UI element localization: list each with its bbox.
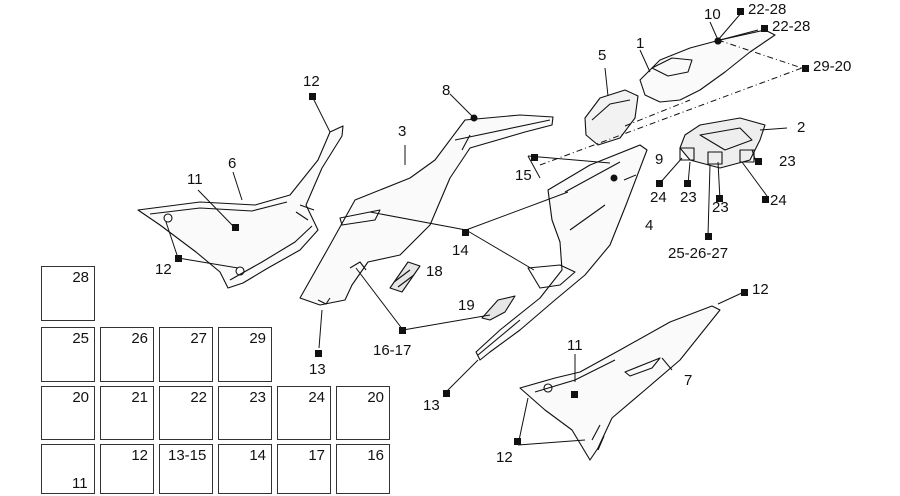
hardware-box-label: 23 (249, 389, 266, 406)
callout-24-right: 24 (770, 192, 787, 209)
hardware-box-label: 24 (308, 389, 325, 406)
callout-12-right: 12 (752, 281, 769, 298)
hardware-box-20-alt: 20 (336, 386, 390, 440)
callout-23-right: 23 (779, 153, 796, 170)
hardware-box-22: 22 (159, 386, 213, 440)
callout-square (716, 195, 723, 202)
hardware-box-16: 16 (336, 444, 390, 494)
callout-10: 10 (704, 6, 721, 23)
callout-square (705, 233, 712, 240)
part-2-seat-lock-bracket (679, 117, 766, 169)
hardware-box-26: 26 (100, 327, 154, 382)
callout-square (399, 327, 406, 334)
callout-square (531, 154, 538, 161)
hardware-box-label: 20 (367, 389, 384, 406)
callout-square (514, 438, 521, 445)
part-5-seat-pad (584, 89, 639, 146)
callout-square (741, 289, 748, 296)
callout-7: 7 (684, 372, 693, 389)
part-1-tail-cowl (639, 29, 776, 103)
callout-19: 19 (458, 297, 475, 314)
hardware-box-29: 29 (218, 327, 272, 382)
part-18-clip (389, 261, 421, 293)
callout-square (656, 180, 663, 187)
hardware-box-label: 13-15 (168, 447, 207, 464)
callout-5: 5 (598, 47, 607, 64)
callout-22-28-top: 22-28 (748, 1, 787, 18)
hardware-box-17: 17 (277, 444, 331, 494)
callout-square (684, 180, 691, 187)
leader-lines (165, 11, 788, 446)
callout-13-left: 13 (309, 361, 326, 378)
hardware-box-14: 14 (218, 444, 272, 494)
callout-14: 14 (452, 242, 469, 259)
hardware-box-20: 20 (41, 386, 95, 440)
hardware-box-27: 27 (159, 327, 213, 382)
callout-11-right: 11 (567, 337, 583, 354)
callout-18: 18 (426, 263, 443, 280)
hardware-box-12: 12 (100, 444, 154, 494)
hardware-box-label: 17 (308, 447, 325, 464)
hardware-box-label: 25 (72, 330, 89, 347)
callout-12-top: 12 (303, 73, 320, 90)
callout-8: 8 (442, 82, 451, 99)
callout-square (175, 255, 182, 262)
callout-29-20: 29-20 (813, 58, 852, 75)
callout-square (315, 350, 322, 357)
part-4-tail-fairing (475, 144, 648, 361)
callout-12-bottom: 12 (496, 449, 513, 466)
hardware-box-11: 11 (41, 444, 95, 494)
hardware-box-label: 29 (249, 330, 266, 347)
callout-square (761, 25, 768, 32)
callout-square (309, 93, 316, 100)
hardware-box-label: 27 (190, 330, 207, 347)
callout-4: 4 (645, 217, 654, 234)
dash-dot-lines (539, 39, 803, 166)
callout-25-26-27: 25-26-27 (668, 245, 729, 262)
callout-9: 9 (655, 151, 664, 168)
callout-dots (470, 37, 722, 182)
callout-23-middle: 23 (680, 189, 697, 206)
callout-16-17: 16-17 (373, 342, 412, 359)
callout-1: 1 (636, 35, 645, 52)
callout-square (232, 224, 239, 231)
callout-square (762, 196, 769, 203)
callout-15: 15 (515, 167, 532, 184)
hardware-box-25: 25 (41, 327, 95, 382)
hardware-box-24: 24 (277, 386, 331, 440)
callout-3: 3 (398, 123, 407, 140)
callout-square (737, 8, 744, 15)
callout-24-left: 24 (650, 189, 667, 206)
hardware-box-21: 21 (100, 386, 154, 440)
callout-square (755, 158, 762, 165)
callout-11-left: 11 (187, 171, 203, 188)
callout-2: 2 (797, 119, 806, 136)
hardware-box-label: 11 (72, 475, 88, 492)
callout-23-lower: 23 (712, 199, 729, 216)
callout-22-28: 22-28 (772, 18, 811, 35)
callout-square (443, 390, 450, 397)
hardware-box-label: 21 (131, 389, 148, 406)
hardware-box-label: 28 (72, 269, 89, 286)
hardware-box-label: 16 (367, 447, 384, 464)
hardware-box-label: 14 (249, 447, 266, 464)
callout-6: 6 (228, 155, 237, 172)
hardware-box-label: 26 (131, 330, 148, 347)
hardware-box-label: 22 (190, 389, 207, 406)
callout-square (462, 229, 469, 236)
callout-12-left: 12 (155, 261, 172, 278)
part-6-left-side-panel (137, 125, 344, 289)
callout-13-bottom: 13 (423, 397, 440, 414)
hardware-box-13-15: 13-15 (159, 444, 213, 494)
hardware-box-label: 12 (131, 447, 148, 464)
part-3-tail-inner-frame (299, 114, 554, 306)
hardware-box-28: 28 (41, 266, 95, 321)
part-19-clip (481, 295, 516, 321)
callout-square (571, 391, 578, 398)
hardware-box-23: 23 (218, 386, 272, 440)
callout-square (802, 65, 809, 72)
hardware-box-label: 20 (72, 389, 89, 406)
